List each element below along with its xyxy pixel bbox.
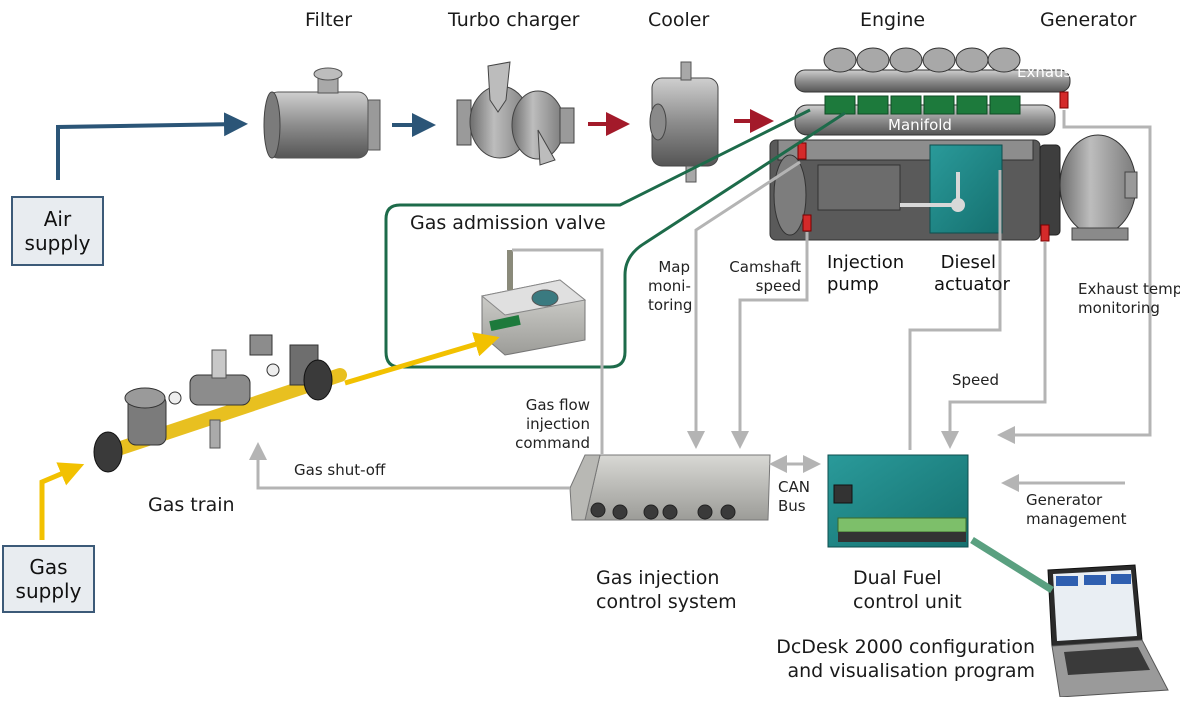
exhaust-label: Exhaust (1017, 63, 1078, 81)
map-monitoring-line-3: toring (648, 295, 693, 314)
gas-admission-valve-icon (480, 250, 587, 356)
diesel-actuator-line-1: Diesel (940, 252, 996, 273)
camshaft-speed-line-2: speed (755, 276, 801, 295)
cooler-icon (649, 61, 719, 183)
gas-shutoff-line (249, 442, 570, 490)
generator-management-line-1: Generator (1026, 491, 1103, 509)
gas-supply-line-2: supply (15, 579, 82, 603)
air-supply-line-2: supply (24, 231, 91, 255)
injection-pump-line-2: pump (827, 273, 879, 295)
manifold-label: Manifold (888, 116, 952, 134)
injection-pump-line-1: Injection (827, 252, 905, 273)
gas-flow-command-line (512, 248, 604, 454)
gas-injection-control-icon (569, 454, 771, 521)
gas-supply-line-1: Gas (29, 555, 68, 579)
can-bus-label: CAN Bus (778, 478, 810, 516)
gas-flow-command-label: Gas flow injection command (510, 396, 590, 452)
exhaust-temp-label: Exhaust temp. monitoring (1078, 280, 1180, 318)
dcdesk-line-2: and visualisation program (787, 659, 1035, 682)
air-supply-arrow (56, 112, 248, 180)
dcdesk-line-1: DcDesk 2000 configuration (776, 636, 1035, 658)
gas-supply-box: Gas supply (2, 545, 95, 613)
gas-admission-valve-label: Gas admission valve (410, 212, 606, 234)
air-supply-line-1: Air (43, 207, 72, 231)
sensor-icons (797, 91, 1069, 242)
diesel-actuator-line (908, 170, 1002, 450)
camshaft-speed-label: Camshaft speed (728, 258, 801, 296)
gas-injection-control-line-2: control system (596, 590, 737, 613)
gas-flow-command-line-3: command (515, 433, 590, 452)
gas-injection-control-line-1: Gas injection (596, 567, 720, 589)
diesel-actuator-line-2: actuator (934, 273, 1010, 295)
can-bus-line-1: CAN (778, 478, 810, 496)
diesel-actuator-shape (929, 144, 1003, 234)
signal-lines (249, 110, 1152, 492)
generator-icon (1059, 134, 1138, 241)
dual-fuel-unit-icon (827, 454, 969, 548)
gas-flow-command-line-1: Gas flow (525, 396, 590, 414)
engine-label: Engine (860, 9, 926, 31)
injection-pump-shape (817, 164, 901, 211)
exhaust-temp-line (997, 110, 1152, 444)
gas-admission-valves-on-engine (824, 95, 1021, 115)
camshaft-speed-line (731, 232, 809, 449)
gas-injection-control-label: Gas injection control system (596, 567, 737, 615)
cooler-label: Cooler (648, 9, 710, 31)
map-monitoring-line (687, 160, 801, 449)
generator-management-line-2: management (1026, 509, 1127, 528)
speed-label: Speed (952, 371, 1000, 389)
air-flow-path (56, 112, 436, 180)
dcdesk-label: DcDesk 2000 configuration and visualisat… (760, 636, 1035, 684)
can-bus-line-2: Bus (778, 496, 806, 515)
map-monitoring-label: Map moni- toring (648, 258, 693, 314)
engine-icon (769, 47, 1138, 242)
gas-flow-path (39, 332, 500, 540)
turbo-charger-icon (456, 61, 575, 166)
camshaft-speed-line-1: Camshaft (729, 258, 801, 276)
air-supply-box: Air supply (11, 196, 104, 266)
filter-label: Filter (305, 9, 353, 31)
dual-fuel-unit-line-1: Dual Fuel (853, 567, 942, 589)
gas-shutoff-label: Gas shut-off (294, 461, 386, 479)
laptop-cable (970, 537, 1054, 593)
gas-flow-command-line-2: injection (525, 414, 590, 433)
dual-fuel-unit-line-2: control unit (853, 590, 962, 613)
filter-icon (263, 67, 381, 159)
speed-line (941, 242, 1047, 449)
injection-pump-label: Injection pump (827, 252, 904, 295)
gas-train-icon (93, 334, 347, 473)
generator-label: Generator (1040, 9, 1137, 31)
gas-supply-arrow (39, 462, 85, 540)
exhaust-temp-line-2: monitoring (1078, 298, 1160, 317)
gas-train-label: Gas train (148, 494, 235, 516)
exhaust-temp-line-1: Exhaust temp. (1078, 280, 1180, 298)
map-monitoring-line-2: moni- (648, 276, 691, 295)
map-monitoring-line-1: Map (658, 258, 690, 276)
laptop-icon (1047, 564, 1169, 698)
turbo-charger-label: Turbo charger (448, 9, 580, 31)
dual-fuel-unit-label: Dual Fuel control unit (853, 567, 962, 615)
charge-air-path (588, 109, 774, 136)
diesel-actuator-label: Diesel actuator (934, 252, 1010, 295)
gas-train-to-valve-arrow (344, 332, 500, 386)
generator-management-label: Generator management (1026, 491, 1126, 529)
